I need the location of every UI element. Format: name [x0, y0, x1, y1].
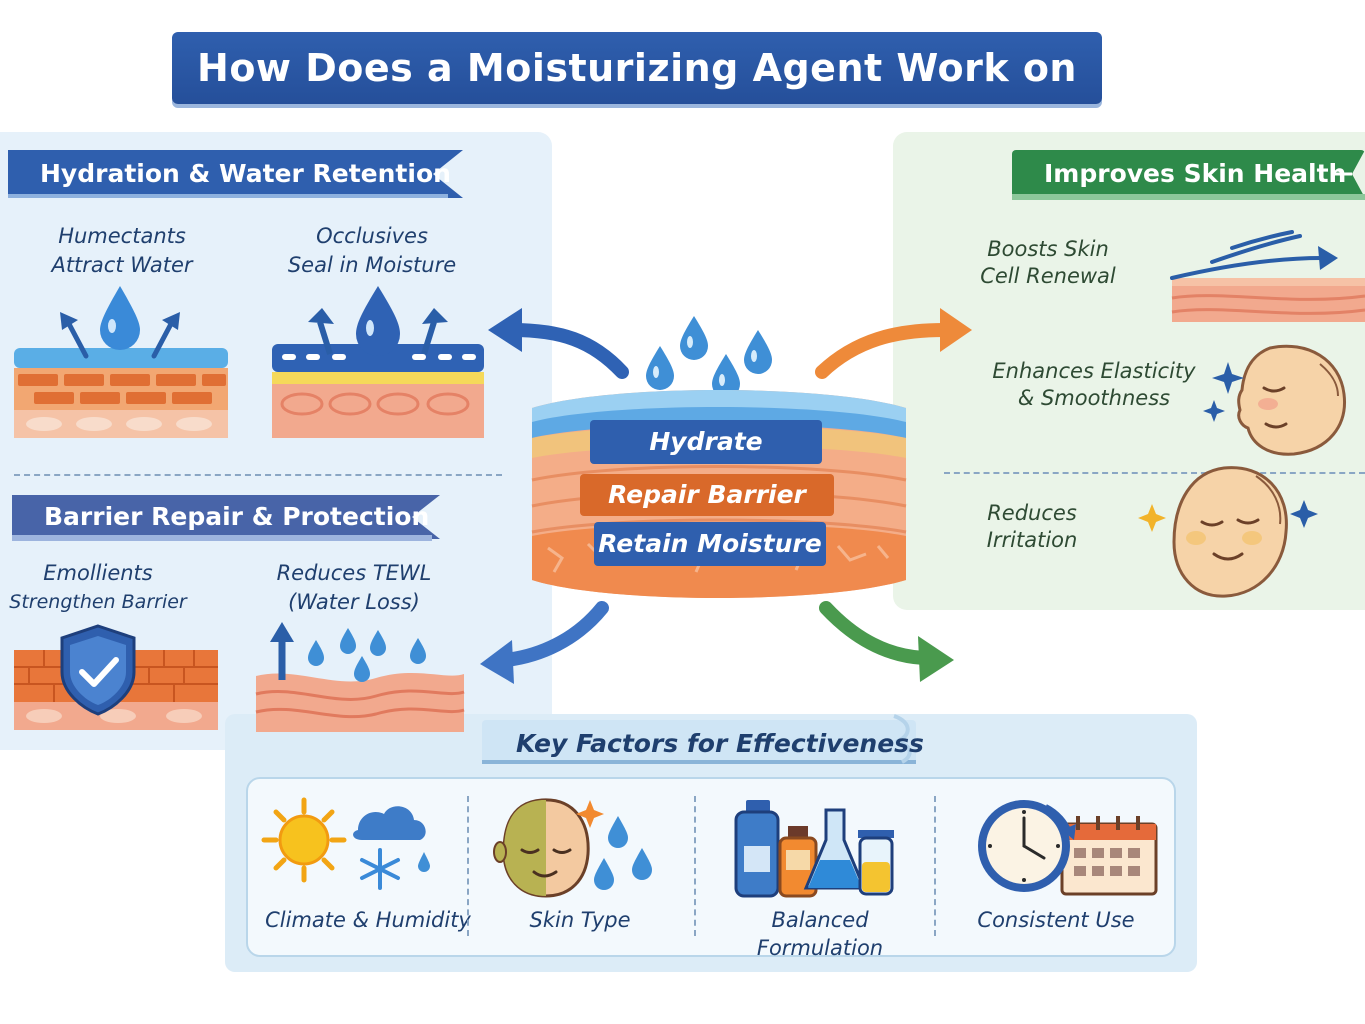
humectants-title: Humectants: [58, 224, 186, 248]
factor-consistent-use-label: Consistent Use: [977, 908, 1135, 932]
occlusives-subtitle: Seal in Moisture: [287, 253, 457, 277]
smooth-face-icon: [1203, 344, 1346, 456]
repair-barrier-label: Repair Barrier: [608, 480, 806, 509]
barrier-heading: Barrier Repair & Protection: [44, 502, 430, 531]
factor-divider-2: [694, 796, 696, 936]
factor-skin-type-label: Skin Type: [529, 908, 631, 932]
tewl-subtitle: (Water Loss): [288, 590, 420, 614]
left-divider: [14, 474, 502, 476]
skin-health-heading: Improves Skin Health: [1044, 159, 1347, 188]
bottles-flasks-icon: [734, 800, 894, 898]
face-two-tone-icon: [493, 798, 652, 898]
retain-moisture-label: Retain Moisture: [598, 529, 822, 558]
hydration-heading: Hydration & Water Retention: [40, 159, 451, 188]
emollients-subtitle: Strengthen Barrier: [9, 591, 187, 613]
skin-layers-illustration: [531, 316, 907, 598]
factors-heading: Key Factors for Effectiveness: [516, 729, 924, 758]
humectants-icon: [14, 286, 228, 438]
title-banner: [172, 32, 1102, 104]
clock-calendar-icon: [978, 800, 1158, 896]
occlusives-title: Occlusives: [316, 224, 428, 248]
sun-snow-cloud-icon: [261, 797, 430, 890]
hydration-ribbon: [8, 150, 463, 198]
elasticity-line1: Enhances Elasticity: [992, 359, 1196, 383]
emollients-title: Emollients: [43, 561, 153, 585]
hydrate-label: Hydrate: [649, 427, 763, 456]
tewl-icon: [255, 622, 465, 732]
barrier-ribbon: [12, 495, 440, 541]
irritation-line1: Reduces: [987, 501, 1077, 525]
occlusives-icon: [272, 286, 484, 438]
factor-formulation-label: Balanced Formulation: [756, 908, 884, 960]
skin-health-ribbon: [1012, 150, 1365, 200]
renewal-line2: Cell Renewal: [980, 264, 1116, 288]
renewal-line1: Boosts Skin: [987, 237, 1109, 261]
factors-ribbon: [482, 714, 916, 764]
page-title: How Does a Moisturizing Agent Work on Sk…: [197, 46, 1077, 162]
factor-divider-3: [934, 796, 936, 936]
humectants-subtitle: Attract Water: [51, 253, 193, 277]
cell-renewal-icon: [1170, 230, 1365, 322]
tewl-title: Reduces TEWL: [276, 561, 432, 585]
calm-face-icon: [1138, 466, 1318, 598]
irritation-line2: Irritation: [986, 528, 1078, 552]
factor-divider-1: [467, 796, 469, 936]
factor-climate-label: Climate & Humidity: [265, 908, 471, 932]
right-divider: [944, 472, 1365, 474]
elasticity-line2: & Smoothness: [1017, 386, 1171, 410]
emollients-icon: [14, 624, 218, 730]
